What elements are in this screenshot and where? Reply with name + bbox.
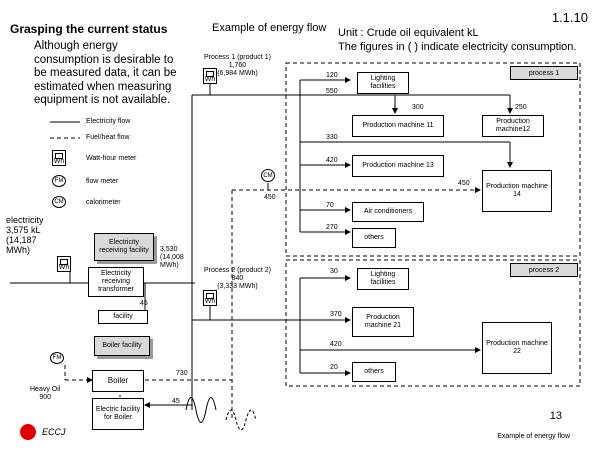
process2-header: Process 2 (product 2) 840 (3,333 MWh) bbox=[204, 267, 271, 291]
flow-value: 250 bbox=[515, 104, 527, 111]
measurement-note: Although energy consumption is desirable… bbox=[34, 40, 177, 106]
production-machine-12: Production machine12 bbox=[482, 115, 544, 137]
legend-electricity-flow: Electricity flow bbox=[86, 118, 131, 125]
wh-meter-icon: Wh bbox=[57, 256, 71, 272]
unit-note: Unit : Crude oil equivalent kL The figur… bbox=[338, 26, 576, 54]
receiving-value: 3,530 (14,008 MWh) bbox=[160, 246, 184, 270]
heavy-oil-label: Heavy Oil 900 bbox=[30, 386, 60, 402]
flow-meter-icon: FM bbox=[52, 175, 66, 187]
flow-value: 370 bbox=[330, 311, 342, 318]
page-title: Grasping the current status bbox=[10, 22, 168, 36]
p2-lighting-facilities: Lighting facilities bbox=[357, 268, 409, 290]
page-subtitle: Example of energy flow bbox=[212, 22, 327, 34]
process1-header: Process 1 (product 1) 1,760 (6,984 MWh) bbox=[204, 54, 271, 78]
slide-number: 1.1.10 bbox=[551, 10, 588, 25]
wh-meter-icon: Wh bbox=[203, 290, 217, 306]
cm-value: 450 bbox=[264, 194, 276, 201]
flow-value: 120 bbox=[326, 72, 338, 79]
legend-calorimeter: calorimeter bbox=[86, 199, 121, 206]
electricity-receiving-facility: Electricity receiving facility bbox=[94, 233, 154, 261]
wh-meter-icon: Wh bbox=[52, 150, 66, 166]
heavy-oil-value: 900 bbox=[39, 394, 52, 401]
flow-value: 450 bbox=[458, 180, 470, 187]
legend-flow-meter: flow meter bbox=[86, 178, 119, 185]
electric-facility-for-boiler: Electric facility for Boiler bbox=[92, 398, 144, 430]
electricity-mwh-unit: MWh) bbox=[6, 245, 30, 255]
process1-mwh: (6,984 MWh) bbox=[217, 70, 258, 77]
flow-value: 30 bbox=[330, 268, 338, 275]
process2-mwh: (3,333 MWh) bbox=[217, 283, 258, 290]
process1-title: Process 1 (product 1) bbox=[204, 54, 271, 61]
electricity-input-label: electricity 3,575 kL (14,187 MWh) bbox=[6, 215, 44, 255]
production-machine-13: Production machine 13 bbox=[352, 155, 444, 177]
flow-value: 420 bbox=[326, 157, 338, 164]
air-conditioners: Air conditioners bbox=[352, 202, 424, 222]
electricity-value: 3,575 kL bbox=[6, 225, 41, 235]
boiler-flow-45: 45 bbox=[172, 398, 180, 405]
flow-value: 330 bbox=[326, 134, 338, 141]
flow-value: 300 bbox=[412, 104, 424, 111]
calorimeter-icon: CM bbox=[52, 196, 66, 208]
transformer-out-value: 45 bbox=[140, 300, 148, 307]
page-number: 13 bbox=[549, 410, 562, 422]
production-machine-11: Production machine 11 bbox=[352, 115, 444, 137]
process1-label: process 1 bbox=[510, 66, 578, 80]
flow-value: 70 bbox=[326, 202, 334, 209]
calorimeter-icon: CM bbox=[261, 169, 275, 182]
production-machine-21: Production machine 21 bbox=[352, 307, 414, 337]
p2-others: others bbox=[352, 362, 396, 382]
eccj-logo-text: ECCJ bbox=[42, 427, 66, 437]
receiving-mwh-unit: MWh) bbox=[160, 262, 179, 269]
small-facility: facility bbox=[98, 310, 148, 324]
legend-wh-meter: Watt-hour meter bbox=[86, 155, 137, 162]
p1-lighting-facilities: Lighting facilities bbox=[357, 72, 409, 94]
wh-meter-icon: Wh bbox=[203, 68, 217, 84]
boiler: Boiler bbox=[92, 370, 144, 392]
flow-value: 550 bbox=[326, 88, 338, 95]
boiler-flow-730: 730 bbox=[176, 370, 188, 377]
flow-value: 420 bbox=[330, 341, 342, 348]
footer-caption: Example of energy flow bbox=[497, 433, 570, 440]
process2-label: process 2 bbox=[510, 263, 578, 277]
production-machine-22: Production machine 22 bbox=[482, 322, 552, 374]
electricity-label: electricity bbox=[6, 215, 44, 225]
boiler-facility: Boiler facility bbox=[94, 336, 150, 356]
unit-parenthesis-note: The figures in ( ) indicate electricity … bbox=[338, 41, 577, 53]
receiving-kl: 3,530 bbox=[160, 246, 178, 253]
eccj-logo-icon bbox=[20, 424, 36, 440]
unit-line: Unit : Crude oil equivalent kL bbox=[338, 27, 479, 39]
process1-value: 1,760 bbox=[228, 62, 247, 69]
flow-value: 270 bbox=[326, 224, 338, 231]
electricity-mwh: (14,187 bbox=[6, 235, 37, 245]
p1-others: others bbox=[352, 228, 396, 248]
legend-fuel-flow: Fuel/heat flow bbox=[86, 134, 130, 141]
flow-meter-icon: FM bbox=[50, 352, 64, 364]
heavy-oil-text: Heavy Oil bbox=[30, 386, 61, 393]
production-machine-14: Production machine 14 bbox=[482, 170, 552, 212]
process2-value: 840 bbox=[231, 275, 244, 282]
flow-value: 20 bbox=[330, 364, 338, 371]
receiving-mwh: (14,008 bbox=[160, 254, 184, 261]
receiving-transformer: Electricity receiving transformer bbox=[88, 267, 144, 297]
process2-title: Process 2 (product 2) bbox=[204, 267, 271, 274]
